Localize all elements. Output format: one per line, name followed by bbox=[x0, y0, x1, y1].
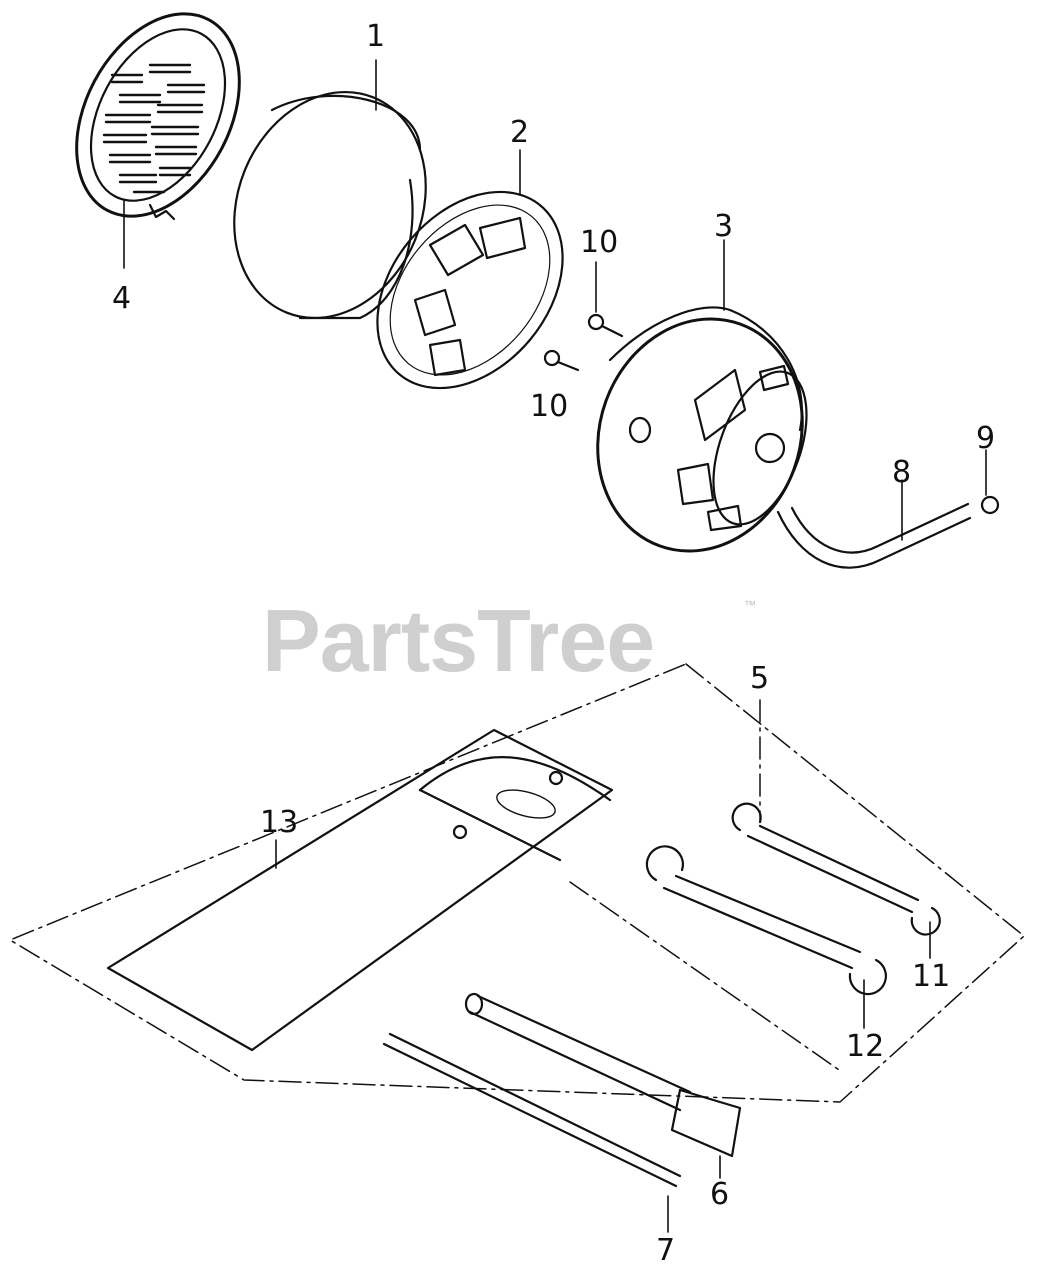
tool-kit-boundary bbox=[9, 663, 1025, 1103]
callout-12: 12 bbox=[846, 1029, 885, 1064]
part-tube bbox=[776, 479, 972, 569]
callout-3: 3 bbox=[714, 209, 734, 244]
watermark-trademark: ™ bbox=[744, 598, 756, 612]
part-handle-bar bbox=[382, 1032, 682, 1233]
part-cleaner-case bbox=[596, 239, 808, 553]
part-foam-element bbox=[233, 59, 427, 320]
callout-6: 6 bbox=[710, 1177, 730, 1212]
callout-10-upper: 10 bbox=[580, 225, 619, 260]
part-wrench-small bbox=[731, 802, 941, 959]
part-clip bbox=[980, 449, 1000, 515]
part-tool-bag bbox=[106, 728, 614, 1052]
callout-5: 5 bbox=[750, 661, 770, 696]
part-bolts bbox=[543, 261, 624, 372]
callout-10-lower: 10 bbox=[530, 389, 569, 424]
callout-4: 4 bbox=[112, 281, 132, 316]
callout-11: 11 bbox=[912, 959, 951, 994]
callout-1: 1 bbox=[366, 19, 386, 54]
callout-8: 8 bbox=[892, 455, 912, 490]
callout-7: 7 bbox=[656, 1233, 676, 1268]
part-grille-cover bbox=[75, 12, 241, 269]
part-plug-wrench bbox=[464, 992, 742, 1179]
part-element-holder bbox=[376, 149, 564, 390]
callout-2: 2 bbox=[510, 115, 530, 150]
part-wrench-large bbox=[645, 845, 887, 1029]
callout-9: 9 bbox=[976, 421, 996, 456]
callout-13: 13 bbox=[260, 805, 299, 840]
watermark-brand: PartsTree bbox=[262, 591, 655, 690]
